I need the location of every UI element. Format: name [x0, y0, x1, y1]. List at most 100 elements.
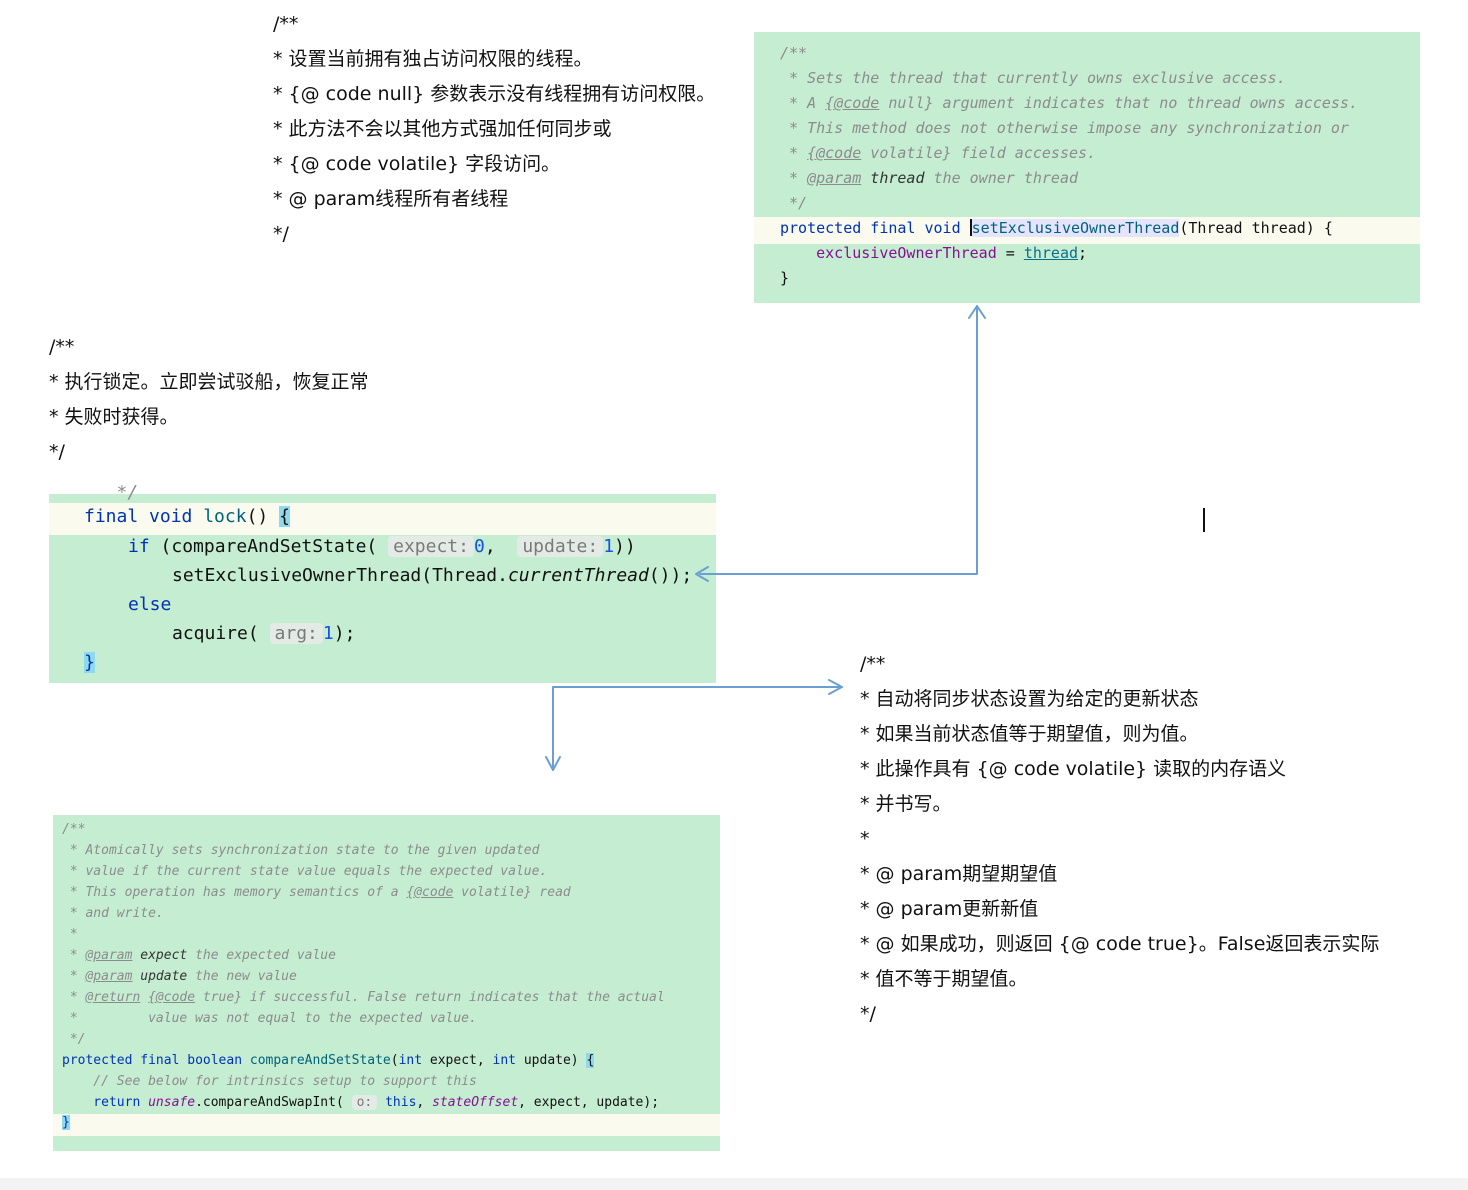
javadoc-tag: {@code — [825, 94, 880, 112]
comment-text: the owner thread — [924, 169, 1079, 187]
keyword: this — [377, 1095, 417, 1110]
code-line: protected final boolean compareAndSetSta… — [62, 1053, 720, 1068]
text-line: * 此操作具有 {@ code volatile} 读取的内存语义 — [860, 758, 1287, 780]
comment-text: the expected value — [187, 948, 336, 963]
code-text[interactable]: .compareAndSwapInt( — [195, 1095, 352, 1110]
number-literal: 1 — [322, 623, 334, 644]
param-reference[interactable]: thread — [1023, 244, 1079, 262]
method-name[interactable]: lock — [203, 506, 247, 527]
code-line: */ — [84, 482, 716, 503]
code-line: * — [62, 927, 720, 942]
text-line: * @ 如果成功，则返回 {@ code true}。False返回表示实际 — [860, 933, 1380, 955]
keyword: void — [915, 219, 970, 237]
arrow-to-cas — [552, 686, 843, 771]
keyword: if — [128, 536, 150, 557]
comment-text: volatile} field accesses. — [861, 144, 1097, 162]
code-text: , expect, update); — [518, 1095, 660, 1110]
comment-text: * Sets the thread that currently owns ex… — [780, 69, 1286, 87]
code-line: * value was not equal to the expected va… — [62, 1011, 720, 1026]
brace-match: { — [279, 506, 290, 527]
code-line: /** — [62, 822, 720, 837]
field-name: stateOffset — [432, 1095, 519, 1110]
code-text: , — [416, 1095, 433, 1110]
code-line: return unsafe.compareAndSwapInt( o: this… — [62, 1095, 720, 1110]
code-line: * Atomically sets synchronization state … — [62, 843, 720, 858]
comment-text: null} argument indicates that no thread … — [879, 94, 1358, 112]
javadoc-tag: @return — [85, 990, 141, 1005]
text-line: * — [860, 828, 870, 850]
cas-code-panel: /** * Atomically sets synchronization st… — [53, 815, 720, 1151]
text-line: * 并书写。 — [860, 793, 952, 815]
arrowhead-up — [968, 305, 986, 319]
text-line: */ — [273, 223, 289, 245]
arrowhead-left — [695, 566, 709, 582]
keyword: final — [861, 219, 916, 237]
keyword: void — [138, 506, 204, 527]
method-name[interactable]: compareAndSetState — [249, 1053, 391, 1068]
code-line: * @return {@code true} if successful. Fa… — [62, 990, 720, 1005]
comment-text: * — [780, 144, 808, 162]
code-line: * {@code volatile} field accesses. — [780, 144, 1420, 162]
comment-text: the new value — [187, 969, 297, 984]
comment-text: * — [62, 948, 86, 963]
code-line: /** — [780, 44, 1420, 62]
param-name: update — [132, 969, 188, 984]
javadoc-tag: @param — [807, 169, 862, 187]
cas-translation: /** * 自动将同步状态设置为给定的更新状态 * 如果当前状态值等于期望值，则… — [860, 647, 1379, 1032]
comment-text: /** — [780, 44, 808, 62]
closing-brace: } — [780, 269, 790, 287]
code-text: (compareAndSetState( — [149, 536, 389, 557]
comment-text: * Atomically sets synchronization state … — [62, 843, 540, 858]
code-text: ( — [390, 1053, 399, 1068]
field-name: unsafe — [148, 1095, 196, 1110]
brace-match: } — [84, 652, 95, 673]
bottom-strip — [0, 1178, 1468, 1190]
javadoc-tag: {@code — [148, 990, 196, 1005]
code-line: // See below for intrinsics setup to sup… — [62, 1074, 720, 1089]
javadoc-tag: @param — [85, 948, 133, 963]
text-line: /** — [49, 336, 75, 358]
code-text: acquire( — [172, 623, 270, 644]
code-line: } — [84, 652, 716, 673]
keyword: final — [132, 1053, 180, 1068]
code-text: ); — [333, 623, 356, 644]
text-line: */ — [860, 1003, 876, 1025]
code-text[interactable]: setExclusiveOwnerThread(Thread. — [172, 565, 508, 586]
set-owner-code-panel: /** * Sets the thread that currently own… — [754, 32, 1420, 303]
set-owner-translation: /** * 设置当前拥有独占访问权限的线程。 * {@ code null} 参… — [273, 7, 715, 252]
text-line: * @ param更新新值 — [860, 898, 1039, 920]
method-name[interactable]: setExclusiveOwnerThread — [971, 219, 1180, 237]
text-line: * 失败时获得。 — [49, 406, 179, 428]
comment-text: * This operation has memory semantics of… — [62, 885, 407, 900]
text-line: * 自动将同步状态设置为给定的更新状态 — [860, 688, 1199, 710]
number-literal: 1 — [603, 536, 615, 557]
code-text: )) — [614, 536, 636, 557]
code-text: () — [246, 506, 280, 527]
code-line: * @param expect the expected value — [62, 948, 720, 963]
text-line: * 值不等于期望值。 — [860, 968, 1028, 990]
keyword: protected — [62, 1053, 133, 1068]
text-line: * @ param期望期望值 — [860, 863, 1058, 885]
code-line: else — [128, 594, 716, 615]
static-method: currentThread — [507, 565, 649, 586]
javadoc-tag: @param — [85, 969, 133, 984]
text-line: * 此方法不会以其他方式强加任何同步或 — [273, 118, 612, 140]
comment-text: */ — [62, 1032, 86, 1047]
field-name: exclusiveOwnerThread — [780, 244, 997, 262]
comment-text: * value if the current state value equal… — [62, 864, 548, 879]
arrow-to-set-owner — [699, 305, 978, 575]
comment-text: volatile} read — [453, 885, 571, 900]
param-hint: update: — [517, 536, 604, 557]
javadoc-tag: {@code — [406, 885, 454, 900]
code-text: ()); — [648, 565, 693, 586]
comment-text: /** — [62, 822, 86, 837]
arrowhead-down — [545, 756, 561, 771]
text-line: */ — [49, 441, 65, 463]
code-line: acquire( arg:1); — [172, 623, 716, 644]
code-line: * @param thread the owner thread — [780, 169, 1420, 187]
code-text: , — [484, 536, 518, 557]
param-name: expect — [132, 948, 188, 963]
code-line: if (compareAndSetState( expect:0, update… — [128, 536, 716, 557]
comment-text: */ — [84, 482, 139, 503]
